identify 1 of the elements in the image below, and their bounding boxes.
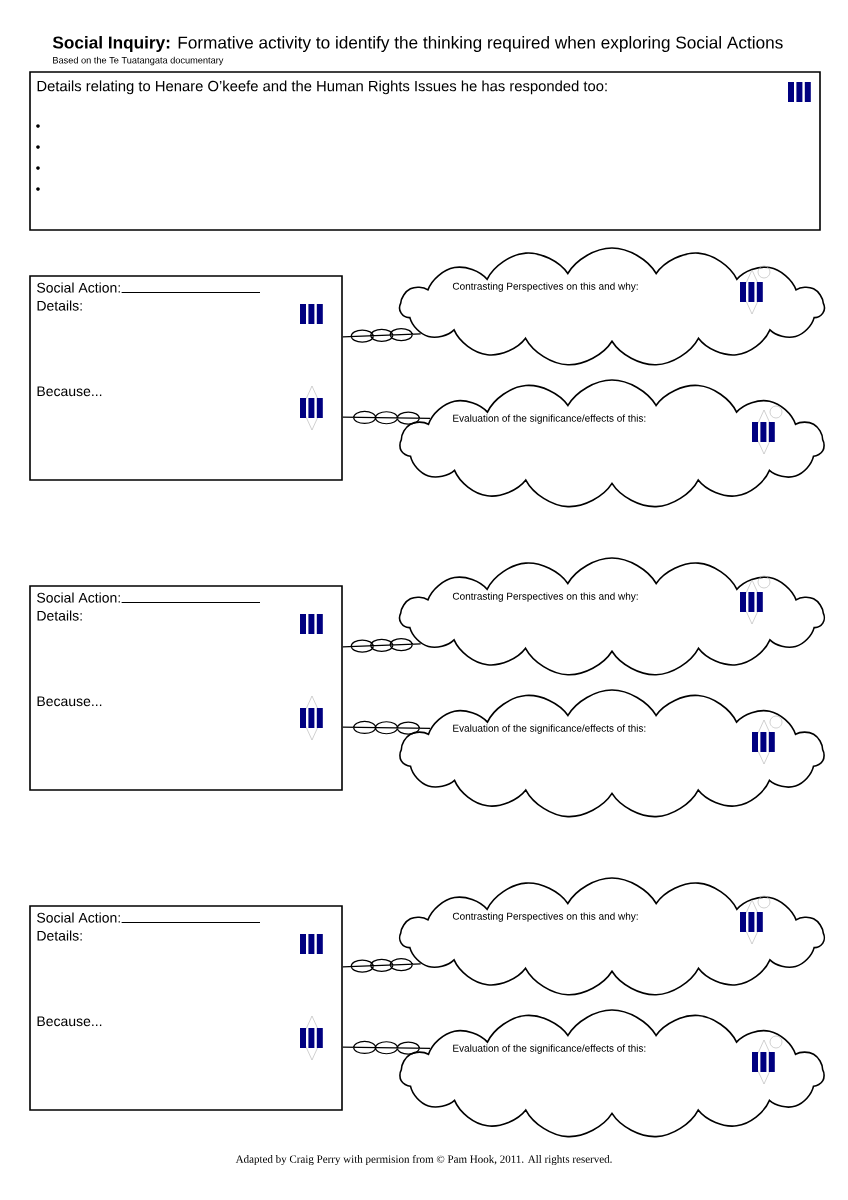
diagram-title: Social Inquiry: Formative activity to identify the thinking required when exploring Social Actions [52,36,783,53]
